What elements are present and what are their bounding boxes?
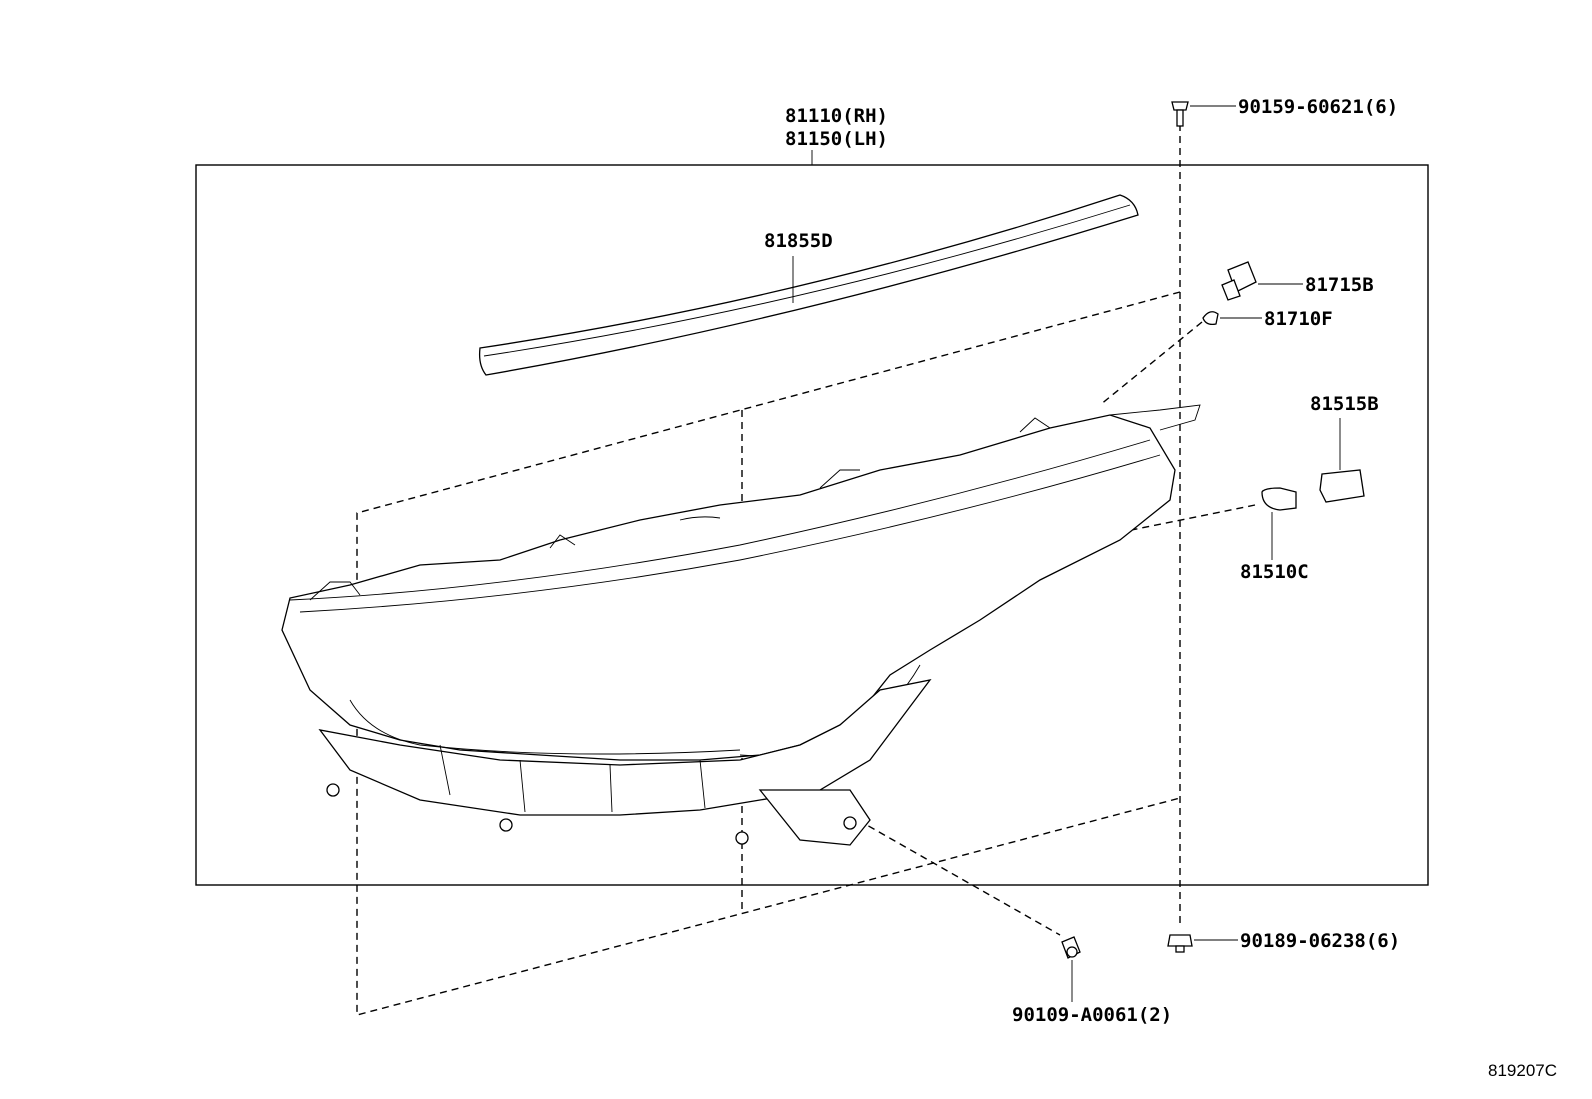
figure-reference: 819207C bbox=[1488, 1061, 1557, 1080]
screw-top bbox=[1171, 101, 1189, 127]
bulb-small-label: 81710F bbox=[1264, 308, 1333, 330]
nut-bottom-right-label: 90189-06238(6) bbox=[1240, 930, 1400, 952]
side-socket bbox=[1319, 469, 1365, 503]
assembly-label-lh: 81150(LH) bbox=[785, 128, 888, 150]
socket-label: 81715B bbox=[1305, 274, 1374, 296]
bolt-bottom-label: 90109-A0061(2) bbox=[1012, 1004, 1172, 1026]
screw-top-label: 90159-60621(6) bbox=[1238, 96, 1398, 118]
bulb-small bbox=[1202, 311, 1219, 326]
trim-strip-label: 81855D bbox=[764, 230, 833, 252]
assembly-label-rh: 81110(RH) bbox=[785, 105, 888, 127]
socket bbox=[1221, 261, 1257, 301]
side-socket-label: 81515B bbox=[1310, 393, 1379, 415]
nut-bottom-right bbox=[1167, 934, 1193, 953]
side-bulb-label: 81510C bbox=[1240, 561, 1309, 583]
trim-strip bbox=[478, 194, 1139, 376]
exploded-outline bbox=[356, 291, 1181, 1016]
bolt-bottom bbox=[1061, 936, 1081, 959]
headlamp-assembly bbox=[281, 404, 1201, 846]
side-bulb bbox=[1261, 487, 1297, 511]
